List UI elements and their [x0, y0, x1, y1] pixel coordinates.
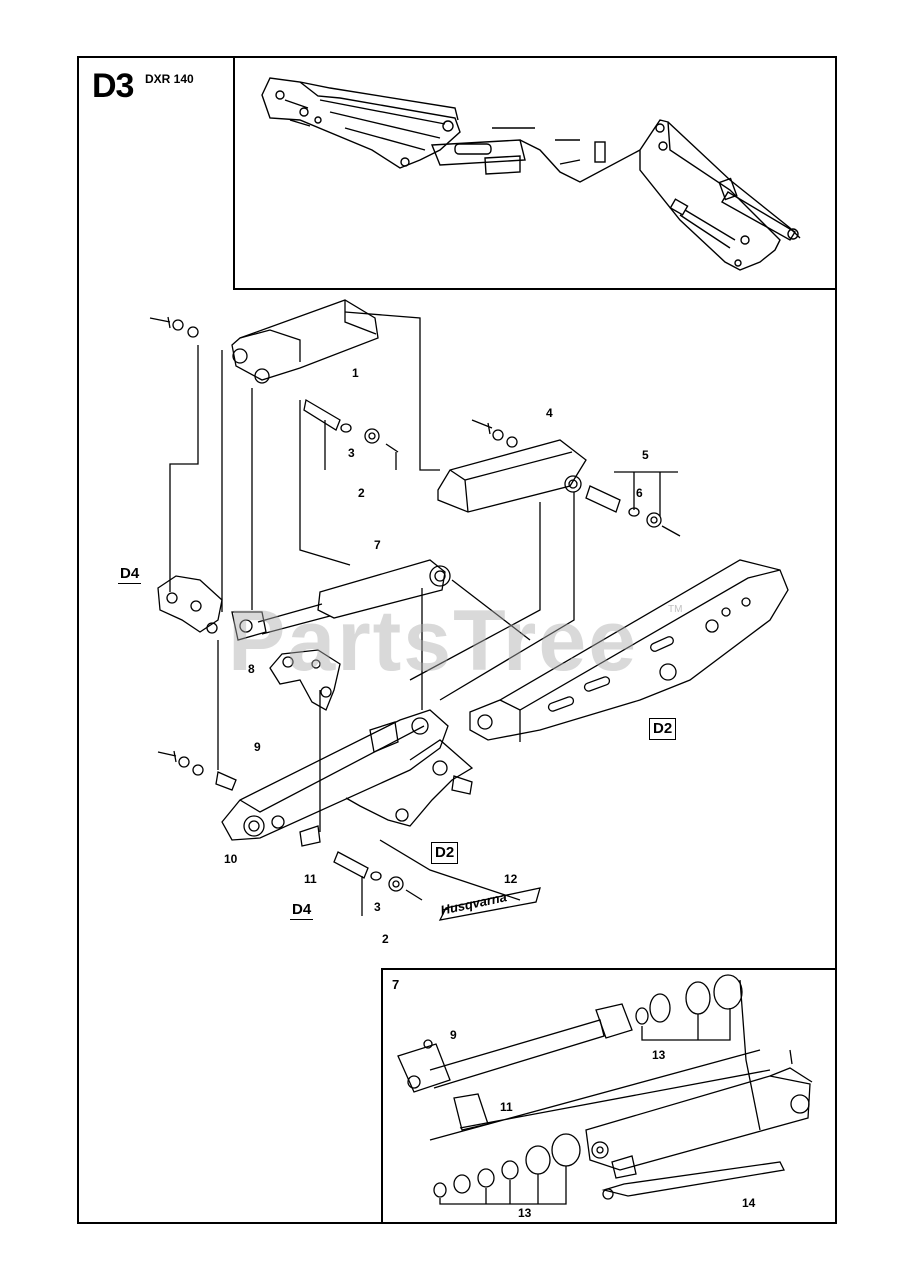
callout-3-upper: 3	[348, 446, 355, 460]
callout-1: 1	[352, 366, 359, 380]
main-exploded-drawing	[149, 299, 789, 921]
inset-drawing	[397, 974, 813, 1205]
ref-d4-left[interactable]: D4	[118, 565, 142, 584]
part-12-decal	[438, 887, 541, 921]
inset-callout-14: 14	[742, 1196, 756, 1210]
callout-2-upper: 2	[358, 486, 365, 500]
inset-callout-9: 9	[450, 1028, 457, 1042]
ref-d2-lower[interactable]: D2	[431, 842, 459, 864]
callout-5: 5	[642, 448, 649, 462]
callout-8: 8	[248, 662, 255, 676]
inset-callout-13-upper: 13	[652, 1048, 666, 1062]
callout-10: 10	[224, 852, 238, 866]
callout-3-lower: 3	[374, 900, 381, 914]
model-name: DXR 140	[145, 72, 194, 86]
callout-11: 11	[304, 872, 317, 886]
watermark-trademark: TM	[668, 604, 683, 615]
callout-12: 12	[504, 872, 518, 886]
left-bracket	[157, 575, 223, 633]
inset-callout-13-lower: 13	[518, 1206, 532, 1220]
page-code: D3	[92, 67, 134, 105]
callout-2-lower: 2	[382, 932, 389, 946]
inset-title: 7	[392, 977, 400, 992]
overview-drawing	[261, 77, 801, 271]
lower-long-arm	[469, 559, 789, 741]
watermark: PartsTree	[228, 593, 639, 689]
callout-9: 9	[254, 740, 261, 754]
inset-callout-11: 11	[500, 1100, 513, 1114]
part-4-bracket	[437, 439, 587, 513]
part-8-bracket	[269, 649, 341, 711]
ref-d2-right[interactable]: D2	[649, 718, 677, 740]
ref-d4-bottom[interactable]: D4	[290, 901, 314, 920]
part-1-upper-arm	[231, 299, 379, 381]
callout-4: 4	[546, 406, 553, 420]
inset-box	[381, 968, 837, 1224]
part-7-cylinder	[317, 559, 446, 619]
callout-7: 7	[374, 538, 381, 552]
callout-6: 6	[636, 486, 643, 500]
lower-plate	[345, 739, 474, 827]
overview-box	[233, 56, 837, 290]
